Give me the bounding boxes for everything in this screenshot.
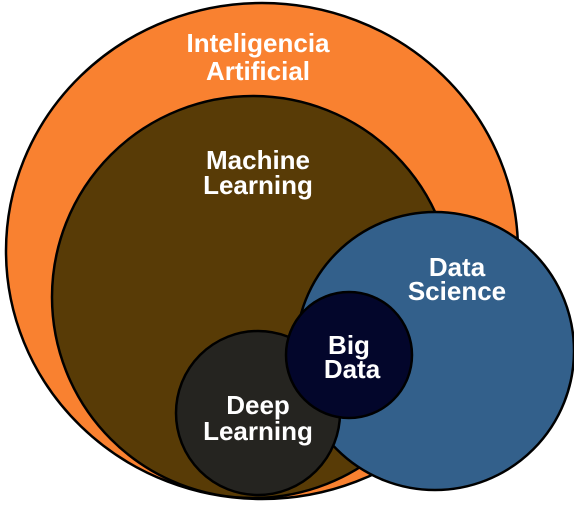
ds-label-line-1: Data	[429, 252, 486, 282]
ds-label-line-2: Science	[408, 276, 506, 306]
ai-label-line-2: Artificial	[206, 56, 310, 86]
bd-circle	[284, 290, 414, 420]
ai-label-line-1: Inteligencia	[186, 28, 330, 58]
dl-label-line-1: Deep	[226, 390, 290, 420]
bd-label-line-2: Data	[324, 354, 381, 384]
bd-label-line-1: Big	[328, 330, 370, 360]
ml-label-line-1: Machine	[206, 145, 310, 175]
dl-label-line-2: Learning	[203, 416, 313, 446]
ml-label-line-2: Learning	[203, 170, 313, 200]
